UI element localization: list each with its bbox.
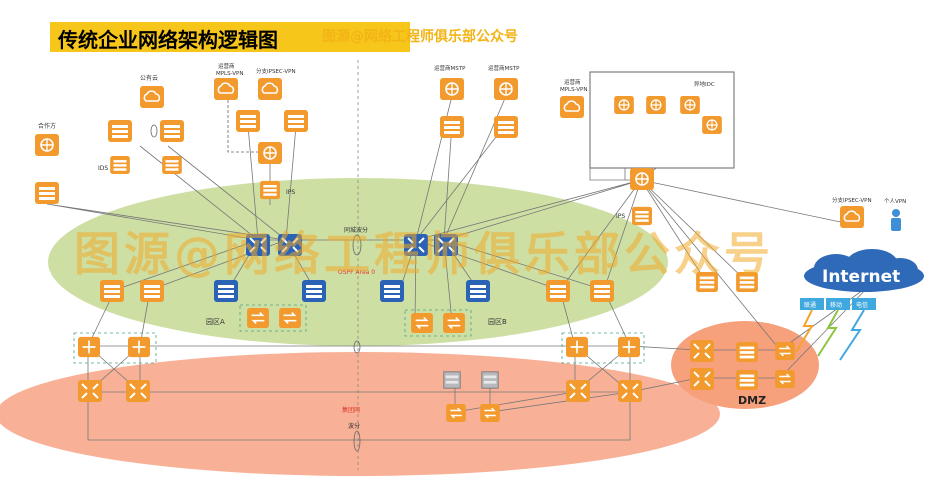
access-switch-icon <box>410 313 434 333</box>
link-bundle-2 <box>353 430 361 452</box>
dist-router-icon <box>618 336 640 358</box>
link-bundle-3 <box>352 234 362 256</box>
title-banner <box>50 22 410 52</box>
dmz-switch-icon <box>774 342 796 360</box>
isp-link-bolt <box>817 309 839 357</box>
internet-label: Internet <box>822 267 900 287</box>
ospf-area-label: OSPF Area 0 <box>338 269 375 276</box>
person-icon <box>891 209 901 231</box>
internet-cloud-icon <box>804 249 924 292</box>
page-title: 传统企业网络架构逻辑图 <box>58 28 278 52</box>
access-switch-icon <box>442 313 466 333</box>
ips-right-label: IPS <box>616 213 625 220</box>
isp-unicom-box <box>800 298 824 310</box>
group-switch-icon <box>446 404 466 422</box>
group-core-icon <box>126 380 150 402</box>
mstp-firewall-icon <box>440 116 464 138</box>
ids-switch-icon <box>110 156 130 174</box>
watermark-big: 图源@网络工程师俱乐部公众号 <box>74 227 774 281</box>
link-bundle-4 <box>150 124 158 138</box>
dmz-core-icon <box>690 340 714 362</box>
group-core-icon <box>566 380 590 402</box>
access-switch-icon <box>246 308 270 328</box>
link-bundle-1 <box>353 340 361 354</box>
server-icon <box>481 371 499 389</box>
mstp-router-icon <box>440 78 464 100</box>
mpls-cloud-icon <box>214 78 238 100</box>
group-switch-icon <box>480 404 500 422</box>
group-network-zone <box>0 352 720 476</box>
partner-firewall-icon <box>35 182 59 204</box>
ips-left-label: IPS <box>286 189 295 196</box>
cloud-firewall-icon <box>108 120 132 142</box>
mstp-firewall-icon <box>494 116 518 138</box>
partner-router-icon <box>35 134 59 156</box>
access-switch-icon <box>278 308 302 328</box>
campus-a-box <box>239 304 307 332</box>
edge-router-icon <box>258 142 282 164</box>
cloud-firewall-icon <box>160 120 184 142</box>
personal-vpn-label: 个人VPN <box>884 198 906 205</box>
idc-router-icon <box>614 96 634 114</box>
public-cloud-label: 公有云 <box>140 74 158 82</box>
mstp-router-icon <box>494 78 518 100</box>
isp-unicom-label: 联通 <box>804 301 816 309</box>
dmz-core-icon <box>690 368 714 390</box>
dist-router-icon <box>128 336 150 358</box>
dmz-switch-icon <box>774 370 796 388</box>
dmz-connector-group-left <box>73 332 157 364</box>
branch-ipsec-cloud-icon <box>840 206 864 228</box>
isp-telecom-label: 电信 <box>856 301 868 309</box>
isp-mobile-label: 移动 <box>830 301 842 309</box>
mstp-label: 运营商MSTP <box>434 64 466 72</box>
server-icon <box>443 371 461 389</box>
branch-firewall-icon <box>284 110 308 132</box>
dmz-firewall-icon <box>736 370 758 390</box>
mpls-label: MPLS-VPN <box>216 71 243 77</box>
partner-label: 合作方 <box>38 122 56 130</box>
public-cloud-icon <box>140 86 164 108</box>
dmz-label: DMZ <box>738 394 766 407</box>
ids-switch-icon <box>162 156 182 174</box>
branch-ipsec-label: 分支IPSEC-VPN <box>256 67 296 75</box>
remote-idc-label: 异地IDC <box>694 80 715 88</box>
dist-router-icon <box>566 336 588 358</box>
mpls-dashed-link <box>227 100 258 153</box>
group-network-label: 集团网 <box>342 406 360 414</box>
wave-division-label: 波分 <box>348 422 360 430</box>
idc-router-icon <box>680 96 700 114</box>
mpls-right-label: MPLS-VPN <box>560 87 587 93</box>
isp-link-bolt <box>795 309 814 353</box>
ospf-zone <box>48 178 668 346</box>
carrier-label: 运营商 <box>218 62 235 70</box>
dmz-connector-group-right <box>561 332 645 364</box>
ips-icon <box>260 180 280 200</box>
campus-b-box <box>404 309 472 337</box>
mstp-label: 运营商MSTP <box>488 64 520 72</box>
dist-router-icon <box>78 336 100 358</box>
campus-a-label: 园区A <box>206 318 225 326</box>
mpls-cloud-right-icon <box>560 96 584 118</box>
edge-router-right-icon <box>630 168 654 190</box>
idc-router-icon <box>702 116 722 134</box>
isp-telecom-box <box>852 298 876 310</box>
watermark-small: 图源@网络工程师俱乐部公众号 <box>322 29 518 45</box>
group-core-icon <box>618 380 642 402</box>
idc-router-icon <box>646 96 666 114</box>
carrier-right-label: 运营商 <box>564 78 581 86</box>
group-core-icon <box>78 380 102 402</box>
branch-ipsec-right-label: 分支IPSEC-VPN <box>832 196 872 204</box>
ipsec-cloud-icon <box>258 78 282 100</box>
metro-dual-label: 同城波分 <box>344 226 368 234</box>
isp-mobile-box <box>826 298 850 310</box>
ids-label: IDS <box>98 165 108 172</box>
isp-link-bolt <box>839 309 865 361</box>
dmz-firewall-icon <box>736 342 758 362</box>
campus-b-label: 园区B <box>488 318 507 326</box>
branch-firewall-icon <box>236 110 260 132</box>
